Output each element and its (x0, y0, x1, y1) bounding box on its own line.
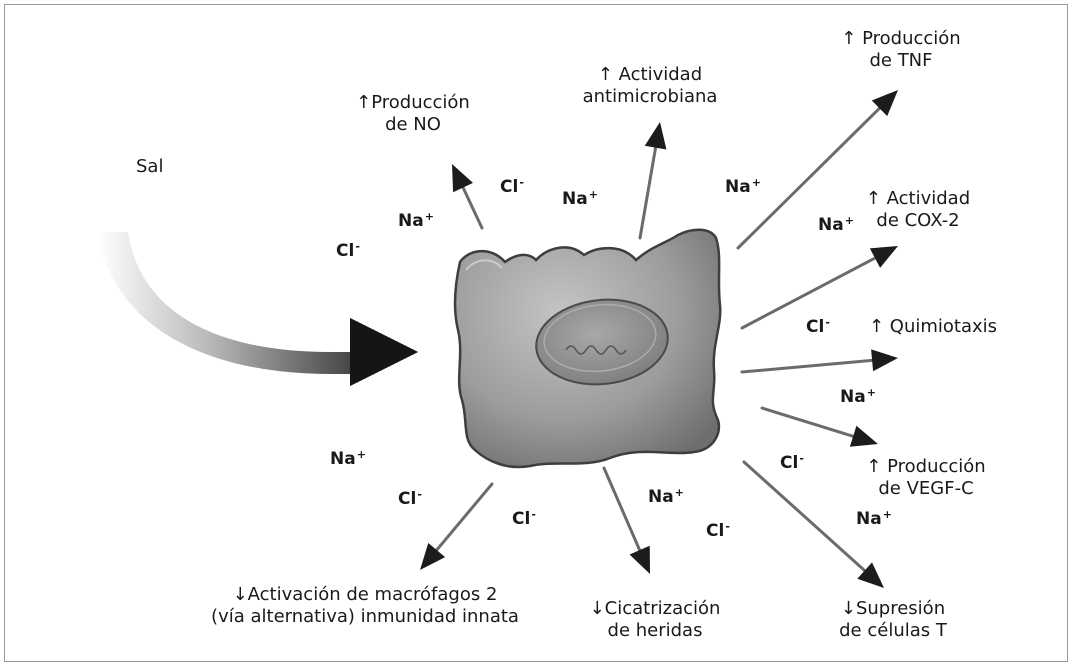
salt-input-arrow (98, 232, 418, 386)
ion-sodium: Na+ (725, 176, 761, 197)
ion-sodium: Na+ (562, 188, 598, 209)
ion-chloride: Cl- (336, 240, 360, 261)
ion-sodium: Na+ (648, 486, 684, 507)
arrow-m2-macrophage-activation (420, 484, 492, 570)
ion-sodium: Na+ (398, 210, 434, 231)
arrow-no-production (452, 164, 482, 228)
arrow-wound-healing (604, 468, 650, 574)
arrow-vegfc-production (762, 408, 878, 447)
ion-chloride: Cl- (706, 520, 730, 541)
ion-sodium: Na+ (330, 448, 366, 469)
macrophage-cell (455, 230, 720, 467)
ion-chloride: Cl- (398, 488, 422, 509)
ion-sodium: Na+ (818, 214, 854, 235)
ion-sodium: Na+ (856, 508, 892, 529)
ion-chloride: Cl- (500, 176, 524, 197)
ion-sodium: Na+ (840, 386, 876, 407)
label-m2-macrophage-activation: ↓Activación de macrófagos 2(vía alternat… (180, 584, 550, 628)
ion-chloride: Cl- (780, 452, 804, 473)
ion-chloride: Cl- (512, 508, 536, 529)
label-chemotaxis: ↑ Quimiotaxis (858, 316, 1008, 338)
arrow-chemotaxis (742, 349, 898, 372)
arrow-antimicrobial-activity (640, 122, 666, 238)
ion-chloride: Cl- (806, 316, 830, 337)
salt-label: Sal (136, 156, 163, 177)
